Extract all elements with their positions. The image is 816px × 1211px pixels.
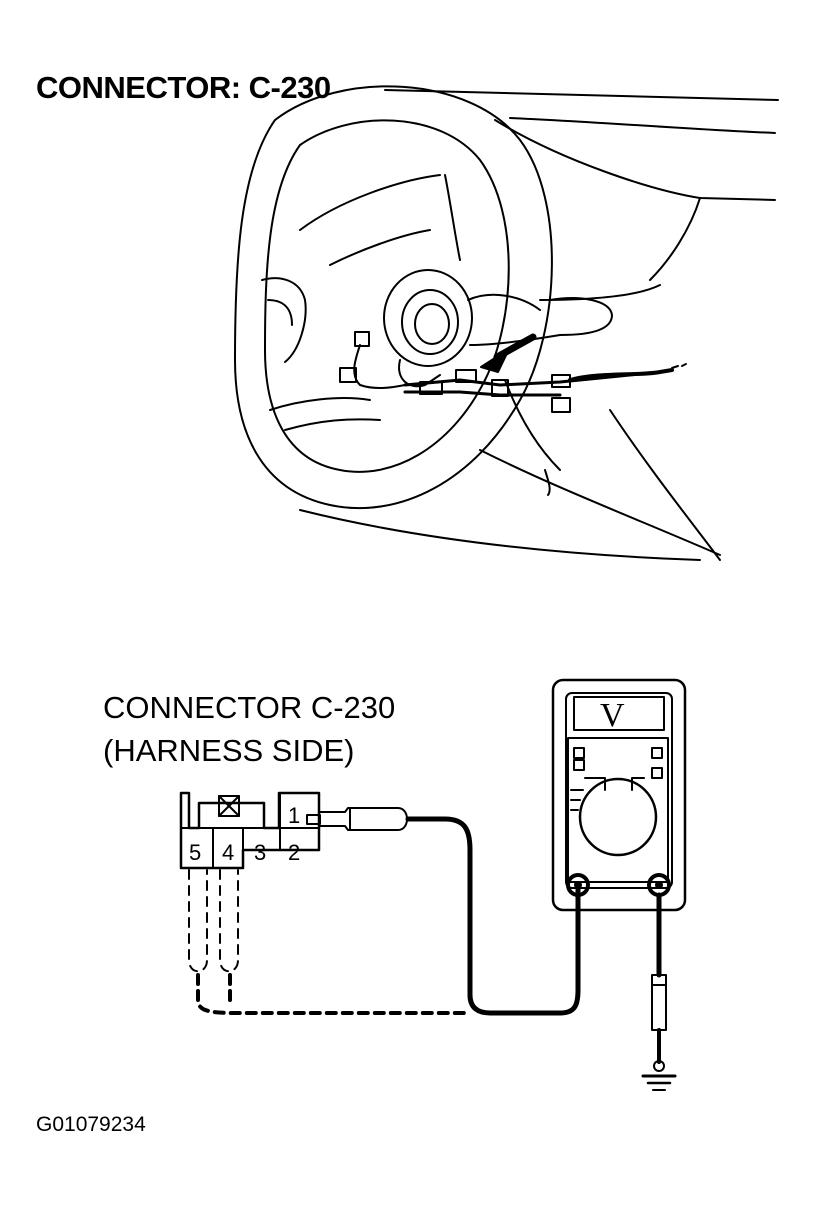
meter-display-text: V [600, 697, 625, 734]
voltmeter [551, 678, 687, 912]
pin-label-3: 3 [254, 840, 266, 865]
blocked-cavity-icon [218, 795, 240, 817]
harness-side-label: (HARNESS SIDE) [103, 733, 355, 768]
pin1-probe-lead [306, 807, 581, 1016]
ground-symbol-icon [641, 1074, 677, 1091]
pin-label-1: 1 [288, 803, 300, 828]
ground-probe [641, 892, 677, 1091]
connector-c230 [179, 791, 321, 870]
pin-label-2: 2 [288, 840, 300, 865]
dashed-probe-leads [188, 869, 472, 1015]
steering-column-illustration [234, 85, 779, 561]
page-title: CONNECTOR: C-230 [36, 70, 331, 105]
connector-label: CONNECTOR C-230 [103, 690, 396, 725]
pin-label-4: 4 [222, 840, 234, 865]
figure-code: G01079234 [36, 1113, 146, 1136]
pin-label-5: 5 [189, 840, 201, 865]
